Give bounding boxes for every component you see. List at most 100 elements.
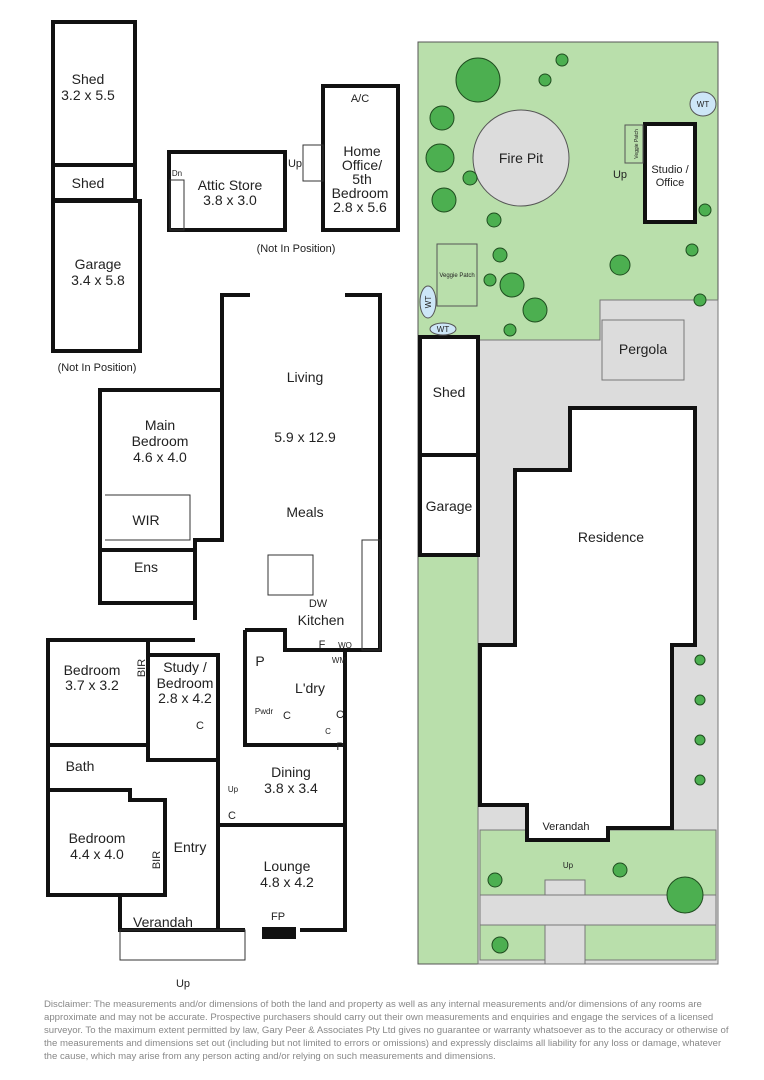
bath-label: Bath [66, 758, 95, 774]
fire-pit-label: Fire Pit [499, 150, 543, 166]
disclaimer: Disclaimer: The measurements and/or dime… [44, 999, 729, 1062]
verandah-up: Up [176, 978, 190, 990]
outbuildings [51, 20, 400, 353]
home-office-stairs [302, 144, 324, 182]
tree-icon [462, 170, 478, 186]
garage-dims: 3.4 x 5.8 [71, 272, 125, 288]
bedroom2-bir: BIR [136, 659, 148, 677]
study-cupboard: C [196, 720, 204, 732]
tree-icon [486, 212, 502, 228]
study-line1: Study / [163, 659, 207, 675]
water-tank-2 [419, 285, 437, 319]
studio-line2: Office [656, 177, 685, 189]
site-shed-label: Shed [433, 384, 466, 400]
trees [425, 53, 712, 954]
ac-label: A/C [351, 93, 369, 105]
entry-label: Entry [174, 839, 207, 855]
tree-icon [455, 57, 501, 103]
kitchen-bench [361, 539, 381, 651]
small-shed-label: Shed [72, 175, 105, 191]
pergola-label: Pergola [619, 341, 667, 357]
veggie-patch-label: Veggie Patch [439, 273, 474, 279]
tree-icon [698, 203, 712, 217]
verandah-label: Verandah [133, 914, 193, 930]
attic-store-label: Attic Store [198, 177, 263, 193]
cupboard-3: C [325, 727, 331, 736]
cupboard-2: C [336, 709, 344, 721]
tree-icon [503, 323, 517, 337]
bedroom2-label: Bedroom [64, 662, 121, 678]
veggie-patch [436, 243, 478, 307]
tree-icon [612, 862, 628, 878]
cupboard-1: C [283, 710, 291, 722]
studio-veggie-patch [624, 124, 644, 164]
studio [643, 122, 697, 224]
kitchen-label: Kitchen [298, 612, 345, 628]
main-bedroom-line2: Bedroom [132, 433, 189, 449]
wm-label: WM [332, 656, 347, 665]
fp-label: FP [271, 911, 285, 923]
main-bedroom-line1: Main [145, 417, 175, 433]
lounge-cupboard: C [228, 810, 236, 822]
garage-note: (Not In Position) [58, 362, 137, 374]
attic-store-wall [167, 150, 287, 232]
shed-dims: 3.2 x 5.5 [61, 87, 115, 103]
tree-icon [492, 247, 508, 263]
studio-veggie-label: Veggie Patch [634, 129, 640, 159]
tree-icon [694, 654, 706, 666]
tree-icon [491, 936, 509, 954]
bedroom3-label: Bedroom [69, 830, 126, 846]
tree-icon [685, 243, 699, 257]
kitchen-island [267, 554, 314, 596]
tree-icon [429, 105, 455, 131]
pergola [601, 319, 685, 381]
bedroom3-dims: 4.4 x 4.0 [70, 846, 124, 862]
bedroom3-bir: BIR [151, 851, 163, 869]
study-line2: Bedroom [157, 675, 214, 691]
tree-icon [499, 272, 525, 298]
fridge-label: F [319, 639, 326, 651]
house-walls [46, 293, 382, 961]
shed-label: Shed [72, 71, 105, 87]
wo-label: WO [338, 641, 352, 650]
lounge-label: Lounge [264, 858, 311, 874]
studio-up: Up [613, 169, 627, 181]
shed-garage [418, 335, 480, 557]
attic-stair-dn: Dn [172, 169, 182, 178]
upper-note: (Not In Position) [257, 243, 336, 255]
dining-dims: 3.8 x 3.4 [264, 780, 318, 796]
home-office-line2: Office/ [342, 157, 382, 173]
tree-icon [693, 293, 707, 307]
ens-label: Ens [134, 559, 158, 575]
tree-icon [694, 694, 706, 706]
shed-wall [51, 20, 137, 202]
tree-icon [694, 734, 706, 746]
studio-line1: Studio / [651, 164, 689, 176]
home-office-dims: 2.8 x 5.6 [333, 199, 387, 215]
wir-outline [105, 494, 191, 541]
bedroom2-dims: 3.7 x 3.2 [65, 677, 119, 693]
tree-icon [538, 73, 552, 87]
tree-icon [694, 774, 706, 786]
tree-icon [522, 297, 548, 323]
water-tank-3 [429, 322, 457, 336]
tree-icon [609, 254, 631, 276]
verandah-deck [119, 929, 246, 961]
dining-label: Dining [271, 764, 311, 780]
wt-label-2: WT [424, 296, 433, 309]
dw-label: DW [309, 598, 328, 610]
site-verandah-label: Verandah [542, 821, 589, 833]
tree-icon [431, 187, 457, 213]
meals-label: Meals [286, 504, 323, 520]
tree-icon [483, 273, 497, 287]
home-office-line4: Bedroom [332, 185, 389, 201]
powder-label: Pwdr [255, 707, 274, 716]
wt-label-1: WT [697, 100, 710, 109]
water-tank-1 [689, 91, 717, 117]
fire-pit [472, 109, 570, 207]
fireplace [262, 927, 296, 939]
home-office-up: Up [288, 158, 302, 170]
wir-label: WIR [132, 512, 159, 528]
living-dims: 5.9 x 12.9 [274, 429, 336, 445]
lounge-dims: 4.8 x 4.2 [260, 874, 314, 890]
